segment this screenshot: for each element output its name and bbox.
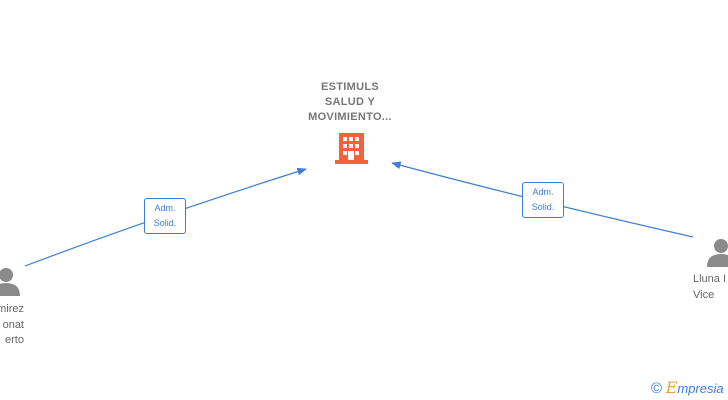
brand-logo: © Empresia	[651, 378, 724, 397]
person-name-line: onat	[2, 318, 24, 331]
brand-name: mpresia	[677, 381, 724, 396]
person-icon[interactable]	[0, 268, 20, 296]
person-name-line: mirez	[0, 303, 24, 315]
brand-initial: E	[665, 378, 678, 397]
edge-label-left: Adm. Solid.	[144, 198, 186, 234]
person-name-line: erto	[5, 334, 24, 346]
edge-label-right: Adm. Solid.	[522, 182, 564, 218]
person-icon[interactable]	[707, 239, 728, 267]
person-name-left[interactable]: mirez onat erto	[0, 302, 24, 349]
company-name-line: SALUD Y	[324, 96, 376, 108]
person-name-line: Vice	[693, 288, 715, 301]
building-icon[interactable]	[335, 133, 368, 164]
company-name-line: ESTIMULS	[320, 81, 379, 93]
company-name[interactable]: ESTIMULS SALUD Y MOVIMIENTO...	[290, 80, 410, 125]
company-name-line: MOVIMIENTO...	[308, 111, 392, 123]
edge-label-line: Adm.	[532, 187, 554, 197]
copyright-icon: ©	[651, 380, 663, 397]
edge-label-line: Adm.	[154, 203, 176, 213]
edge-label-line: Solid.	[153, 218, 177, 228]
person-name-right[interactable]: Lluna I Vice	[693, 272, 726, 303]
person-name-line: Lluna I	[693, 273, 727, 285]
edge-label-line: Solid.	[531, 202, 555, 212]
